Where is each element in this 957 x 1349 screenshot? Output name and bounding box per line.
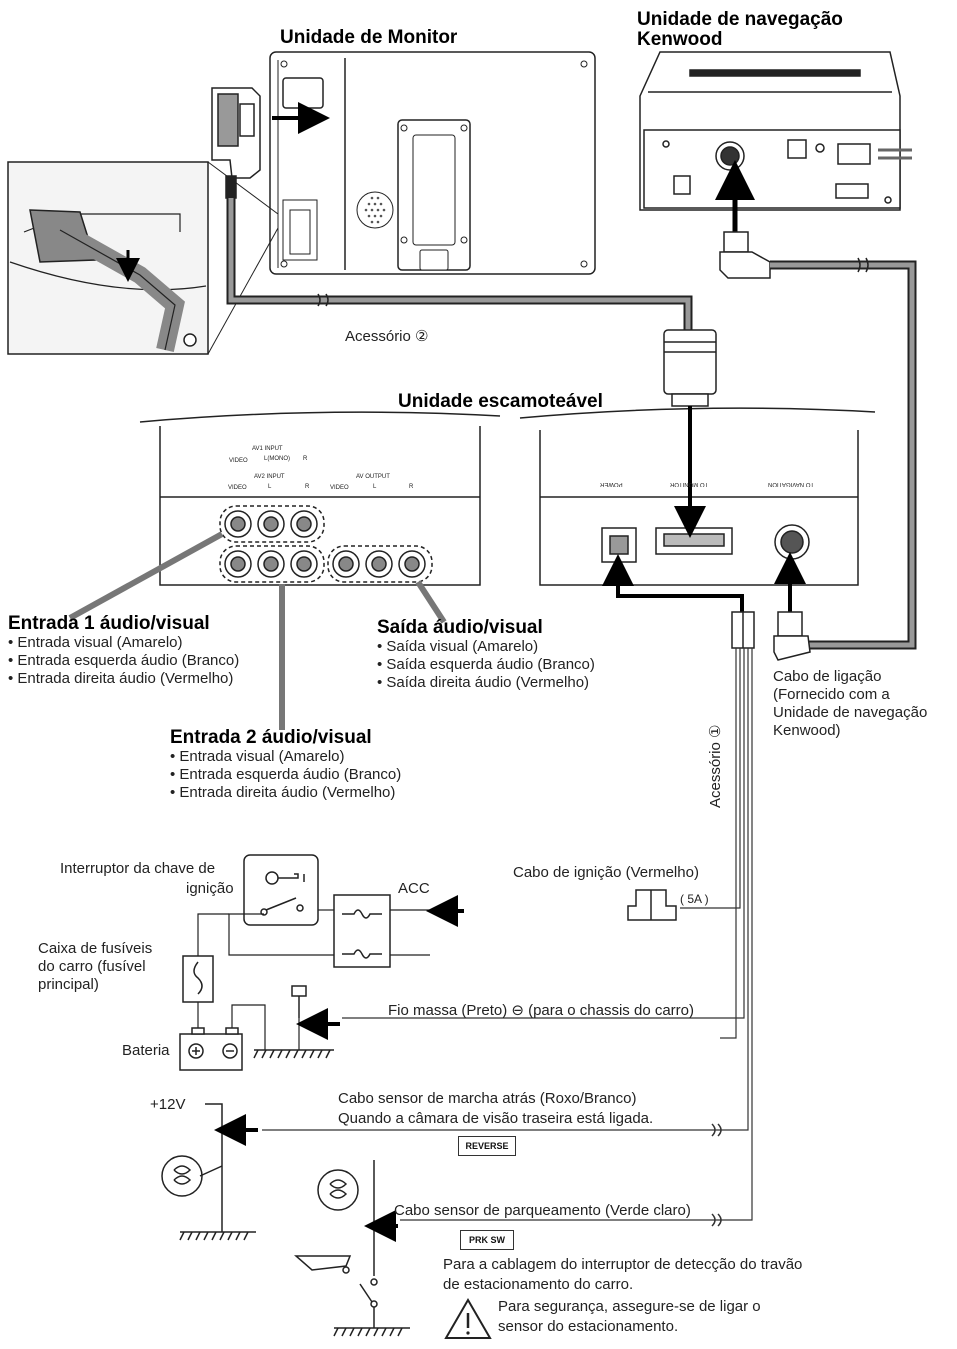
navigation-link-cable [770, 257, 917, 650]
monitor-cable-plug [663, 329, 717, 407]
av-output-label: AV OUTPUT [356, 474, 390, 480]
prk-sw-tag: PRK SW [460, 1230, 514, 1250]
ground-wire-label: Fio massa (Preto) ⊖ (para o chassis do c… [388, 1002, 694, 1019]
av-in1-title: Entrada 1 áudio/visual [8, 613, 210, 634]
reverse-lamp-circuit [161, 1103, 256, 1241]
av-out-title: Saída áudio/visual [377, 617, 543, 638]
car-fuse [182, 955, 214, 1003]
safety-note-line2: sensor do estacionamento. [498, 1318, 679, 1335]
fuse-box-line: Caixa de fusíveis [38, 940, 153, 957]
link-cable-line: (Fornecido com a [773, 686, 890, 703]
av-in2-block: Entrada 2 áudio/visual • Entrada visual … [170, 728, 401, 802]
reverse-cable-label-1: Cabo sensor de marcha atrás (Roxo/Branco… [338, 1090, 637, 1107]
reverse-cable-label-2: Quando a câmara de visão traseira está l… [338, 1110, 654, 1127]
av2-r-label: R [305, 484, 310, 490]
plus12v-label: +12V [150, 1096, 186, 1113]
monitor-side-connector [211, 87, 261, 199]
av-out-block: Saída áudio/visual • Saída visual (Amare… [377, 618, 595, 692]
av-in2-item: • Entrada esquerda áudio (Branco) [170, 766, 402, 783]
fuse-box-line: do carro (fusível [38, 958, 146, 975]
acc-label: ACC [398, 880, 430, 897]
navigation-unit [639, 51, 912, 211]
fuse-box-line: principal) [38, 976, 99, 993]
parking-brake-circuit [294, 1160, 410, 1337]
fuse-rating-label: ( 5A ) [680, 892, 709, 906]
av-in2-title: Entrada 2 áudio/visual [170, 727, 372, 748]
av-out-item: • Saída direita áudio (Vermelho) [377, 674, 590, 691]
av-in1-item: • Entrada esquerda áudio (Branco) [8, 652, 240, 669]
zoom-callout [7, 161, 279, 355]
av2-input-label: AV2 INPUT [254, 474, 285, 480]
ignition-cable-label: Cabo de ignição (Vermelho) [513, 864, 699, 881]
av-in1-block: Entrada 1 áudio/visual • Entrada visual … [8, 614, 239, 688]
to-navigation-port-label: TO NAVIGATION [768, 481, 815, 487]
ignition-switch-label-1: Interruptor da chave de [60, 860, 216, 877]
reverse-tag: REVERSE [458, 1136, 516, 1156]
battery-label: Bateria [122, 1042, 170, 1059]
av2-l-label: L [268, 484, 272, 490]
link-cable-line: Unidade de navegação [773, 704, 928, 721]
av-in1-item: • Entrada direita áudio (Vermelho) [8, 670, 234, 687]
warning-icon [444, 1298, 492, 1339]
av1-video-label: VIDEO [229, 458, 248, 464]
av-panel [139, 411, 501, 586]
av1-lmono-label: L(MONO) [264, 456, 290, 462]
avout-r-label: R [409, 484, 414, 490]
av1-r-label: R [303, 456, 308, 462]
to-monitor-port-label: TO MONITOR [670, 481, 709, 487]
av1-input-label: AV1 INPUT [252, 446, 283, 452]
power-port-label: POWER [600, 481, 623, 487]
safety-note-line1: Para segurança, assegure-se de ligar o [498, 1298, 761, 1315]
hideaway-unit-title: Unidade escamoteável [398, 391, 603, 412]
link-cable-line: Cabo de ligação [773, 668, 882, 685]
av-in2-item: • Entrada direita áudio (Vermelho) [170, 784, 396, 801]
av-leader-lines [68, 531, 447, 730]
power-harness-arrow [602, 554, 744, 612]
ignition-switch-label-2: ignição [186, 880, 234, 897]
monitor-unit-title: Unidade de Monitor [280, 27, 458, 48]
parking-cable-label: Cabo sensor de parqueamento (Verde claro… [394, 1202, 691, 1219]
power-harness-connector [731, 611, 755, 649]
av-out-item: • Saída esquerda áudio (Branco) [377, 656, 595, 673]
battery [179, 1027, 243, 1071]
monitor-speaker-grille [356, 191, 394, 229]
av-in1-item: • Entrada visual (Amarelo) [8, 634, 183, 651]
accessory1-label: Acessório ① [707, 724, 724, 808]
nav-link-connector [719, 231, 771, 279]
monitor-unit [269, 51, 596, 275]
avout-video-label: VIDEO [330, 485, 349, 491]
inline-fuse [627, 889, 677, 921]
av-groups [219, 505, 433, 583]
hideaway-link-plug [773, 611, 811, 661]
ground-symbol [253, 985, 334, 1059]
fuse-block [333, 894, 391, 968]
av2-video-label: VIDEO [228, 485, 247, 491]
hideaway-unit [519, 407, 876, 586]
monitor-screws [280, 60, 588, 268]
parking-note-line1: Para a cablagem do interruptor de detecç… [443, 1256, 803, 1273]
av-out-item: • Saída visual (Amarelo) [377, 638, 539, 655]
navigation-unit-title-line1: Unidade de navegação [637, 9, 843, 30]
link-cable-block: Cabo de ligação (Fornecido com a Unidade… [773, 668, 927, 740]
av-in2-item: • Entrada visual (Amarelo) [170, 748, 345, 765]
parking-note-line2: de estacionamento do carro. [443, 1276, 634, 1293]
navigation-unit-title-line2: Kenwood [637, 29, 723, 50]
power-harness-wires [262, 648, 753, 1227]
fuse-box-block: Caixa de fusíveis do carro (fusível prin… [38, 940, 152, 994]
avout-l-label: L [373, 484, 377, 490]
link-cable-line: Kenwood) [773, 722, 841, 739]
rca-jacks [224, 510, 426, 578]
accessory2-label: Acessório ② [345, 328, 429, 345]
monitor-cable [226, 198, 693, 330]
